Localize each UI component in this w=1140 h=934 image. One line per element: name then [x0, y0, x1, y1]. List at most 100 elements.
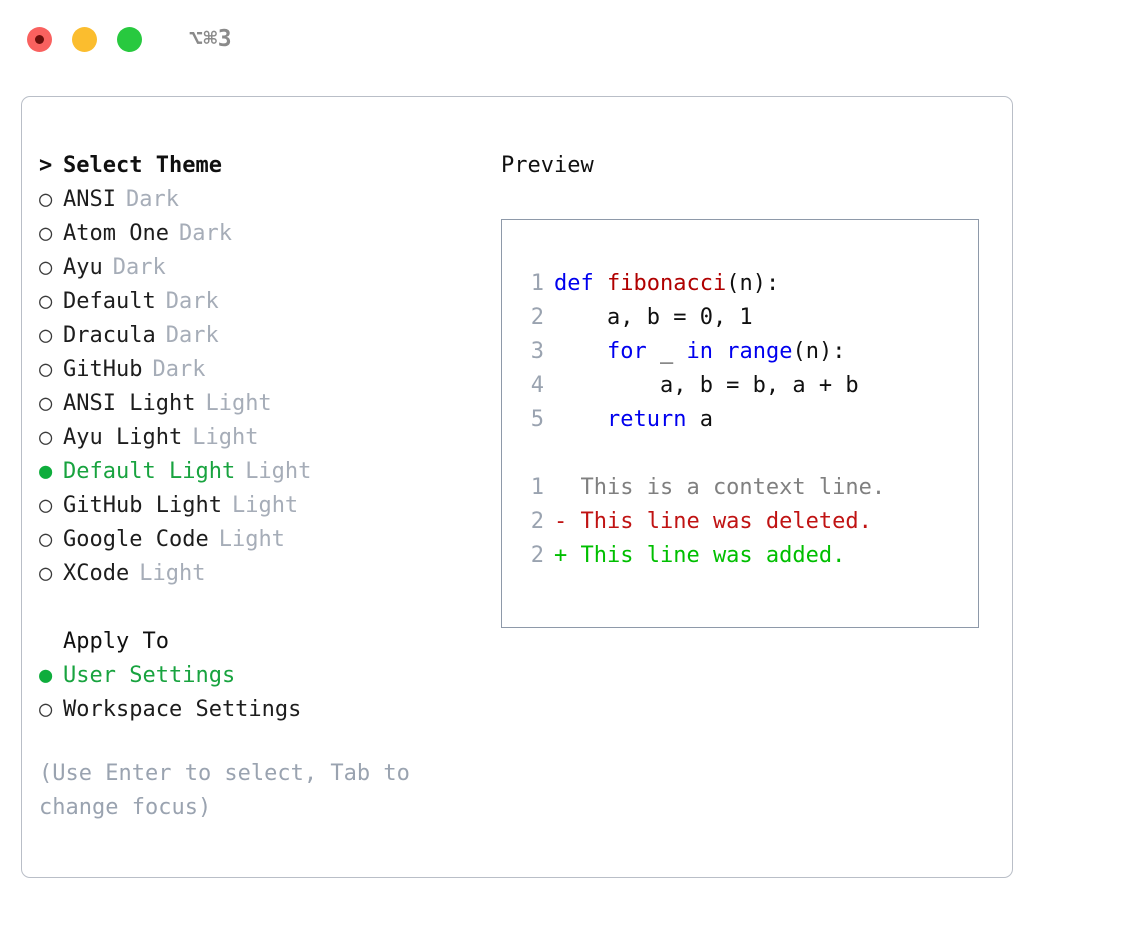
- code-line: 1 def fibonacci(n):: [518, 267, 972, 301]
- spacer-icon: ○: [39, 625, 63, 659]
- keyboard-shortcut-label: ⌥⌘3: [189, 25, 233, 52]
- select-theme-heading-label: Select Theme: [63, 153, 222, 178]
- token-keyword: for: [606, 339, 647, 364]
- theme-option-github-dark[interactable]: ○ GitHub Dark: [39, 353, 479, 387]
- theme-option-google-code[interactable]: ○ Google Code Light: [39, 523, 479, 557]
- radio-selected-icon[interactable]: ●: [39, 459, 53, 484]
- token-keyword: return: [606, 407, 687, 432]
- code-sample: 1 def fibonacci(n): 2 a, b = 0, 1 3 for …: [518, 267, 972, 573]
- token-plain: (n):: [792, 339, 846, 364]
- close-button-icon[interactable]: [27, 26, 52, 52]
- theme-option-xcode[interactable]: ○ XCode Light: [39, 557, 479, 591]
- keyboard-hint-text: (Use Enter to select, Tab to change focu…: [39, 761, 424, 820]
- theme-category: Dark: [178, 221, 232, 246]
- token-plain: a: [686, 407, 713, 432]
- radio-selected-icon[interactable]: ●: [39, 663, 53, 688]
- token-function: fibonacci: [606, 271, 727, 296]
- theme-option-default-light[interactable]: ● Default Light Light: [39, 455, 479, 489]
- code-line-text: for _ in range(n):: [554, 335, 845, 369]
- radio-unselected-icon[interactable]: ○: [39, 221, 53, 246]
- apply-to-heading-label: Apply To: [63, 629, 169, 654]
- section-spacer: [39, 591, 479, 625]
- theme-option-ayu-dark[interactable]: ○ Ayu Dark: [39, 251, 479, 285]
- code-line: 2 a, b = 0, 1: [518, 301, 972, 335]
- code-line-text: return a: [554, 403, 713, 437]
- line-number: 3: [530, 339, 544, 364]
- theme-category: Dark: [125, 187, 179, 212]
- apply-to-heading: ○ Apply To: [39, 625, 479, 659]
- preview-box: 1 def fibonacci(n): 2 a, b = 0, 1 3 for …: [501, 219, 979, 628]
- radio-unselected-icon[interactable]: ○: [39, 493, 53, 518]
- theme-option-default-dark[interactable]: ○ Default Dark: [39, 285, 479, 319]
- radio-unselected-icon[interactable]: ○: [39, 561, 53, 586]
- theme-option-ayu-light[interactable]: ○ Ayu Light Light: [39, 421, 479, 455]
- code-line-text: a, b = 0, 1: [554, 301, 753, 335]
- theme-category: Light: [139, 561, 206, 586]
- line-number: 4: [530, 373, 544, 398]
- theme-option-ansi-dark[interactable]: ○ ANSI Dark: [39, 183, 479, 217]
- preview-column: Preview 1 def fibonacci(n): 2 a, b = 0, …: [501, 149, 991, 628]
- select-theme-heading: > Select Theme: [39, 149, 479, 183]
- token-keyword: in range: [686, 339, 793, 364]
- line-number: 2: [530, 543, 544, 568]
- content-panel: > Select Theme ○ ANSI Dark ○ Atom One Da…: [21, 96, 1013, 878]
- theme-name: Ayu Light: [63, 425, 183, 450]
- radio-unselected-icon[interactable]: ○: [39, 323, 53, 348]
- token-plain: _: [646, 339, 687, 364]
- apply-to-option-user-settings[interactable]: ● User Settings: [39, 659, 479, 693]
- minimize-button-icon[interactable]: [72, 26, 97, 52]
- theme-option-github-light[interactable]: ○ GitHub Light Light: [39, 489, 479, 523]
- diff-line-context: 1 This is a context line.: [518, 471, 972, 505]
- diff-line-text: - This line was deleted.: [554, 509, 872, 534]
- diff-line-added: 2 + This line was added.: [518, 539, 972, 573]
- apply-to-option-workspace-settings[interactable]: ○ Workspace Settings: [39, 693, 479, 727]
- theme-name: XCode: [63, 561, 130, 586]
- token-plain: [554, 407, 607, 432]
- code-line: 4 a, b = b, a + b: [518, 369, 972, 403]
- title-bar: ⌥⌘3: [0, 0, 1140, 78]
- theme-category: Light: [218, 527, 285, 552]
- diff-line-text: + This line was added.: [554, 543, 846, 568]
- line-number: 2: [530, 305, 544, 330]
- radio-unselected-icon[interactable]: ○: [39, 289, 53, 314]
- zoom-button-icon[interactable]: [117, 26, 142, 52]
- theme-name: Atom One: [63, 221, 169, 246]
- theme-category: Light: [231, 493, 299, 518]
- diff-line-text: This is a context line.: [554, 475, 886, 500]
- preview-title: Preview: [501, 153, 594, 178]
- theme-picker-column: > Select Theme ○ ANSI Dark ○ Atom One Da…: [39, 149, 479, 825]
- theme-name: Ayu: [63, 255, 103, 280]
- radio-unselected-icon[interactable]: ○: [39, 391, 53, 416]
- theme-name: Google Code: [63, 527, 209, 552]
- line-number: 1: [530, 271, 544, 296]
- theme-option-ansi-light[interactable]: ○ ANSI Light Light: [39, 387, 479, 421]
- token-plain: (n):: [726, 271, 780, 296]
- theme-category: Dark: [165, 289, 219, 314]
- theme-name: GitHub: [63, 357, 143, 382]
- radio-unselected-icon[interactable]: ○: [39, 357, 53, 382]
- theme-option-atom-one-dark[interactable]: ○ Atom One Dark: [39, 217, 479, 251]
- token-plain: a, b = b, a + b: [554, 373, 859, 398]
- radio-unselected-icon[interactable]: ○: [39, 187, 53, 212]
- theme-name: Default: [63, 289, 156, 314]
- theme-category: Light: [192, 425, 259, 450]
- theme-category: Dark: [165, 323, 219, 348]
- prompt-caret-icon: >: [39, 153, 53, 178]
- radio-unselected-icon[interactable]: ○: [39, 425, 53, 450]
- theme-name: ANSI Light: [63, 391, 196, 416]
- window-controls: [27, 26, 142, 52]
- line-number: 1: [530, 475, 544, 500]
- token-plain: a, b = 0, 1: [554, 305, 753, 330]
- line-number: 2: [530, 509, 544, 534]
- code-line: 3 for _ in range(n):: [518, 335, 972, 369]
- radio-unselected-icon[interactable]: ○: [39, 697, 53, 722]
- theme-category: Light: [245, 459, 312, 484]
- theme-option-dracula-dark[interactable]: ○ Dracula Dark: [39, 319, 479, 353]
- theme-category: Light: [205, 391, 272, 416]
- theme-category: Dark: [112, 255, 166, 280]
- line-number: 5: [530, 407, 544, 432]
- code-diff-spacer: [518, 437, 972, 471]
- theme-name: Dracula: [63, 323, 156, 348]
- radio-unselected-icon[interactable]: ○: [39, 255, 53, 280]
- radio-unselected-icon[interactable]: ○: [39, 527, 53, 552]
